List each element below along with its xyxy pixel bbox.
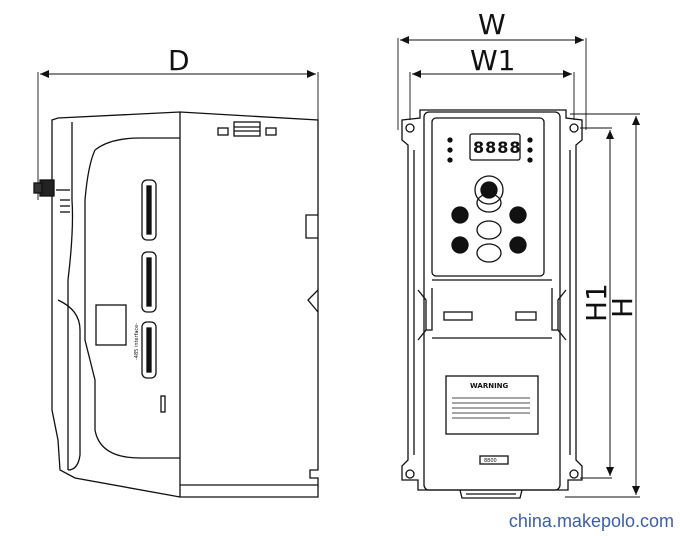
dim-label-w1: W1 — [470, 44, 516, 77]
side-view — [33, 70, 319, 498]
warning-title: WARNING — [470, 382, 509, 390]
dim-label-h1: H1 — [580, 283, 613, 322]
led-display: 8888 — [473, 138, 522, 157]
front-view — [397, 36, 640, 499]
dim-label-w: W — [478, 8, 506, 41]
nameplate-label: 8800 — [484, 458, 497, 464]
watermark: china.makepolo.com — [508, 511, 674, 531]
dim-label-d: D — [168, 44, 190, 77]
interface-label: -485 interface- — [134, 323, 140, 360]
dim-label-h: H — [606, 297, 639, 318]
